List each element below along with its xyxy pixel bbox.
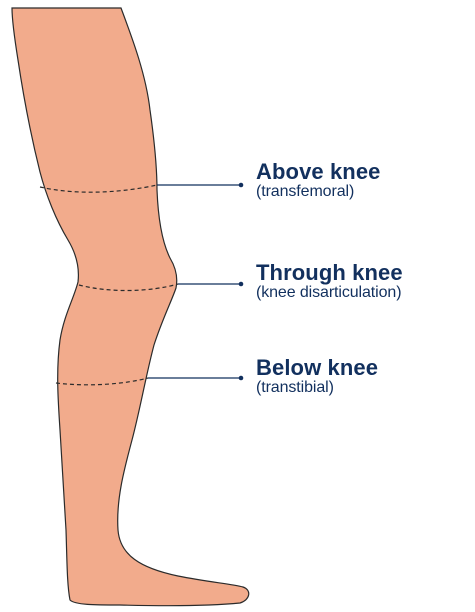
through-knee-label: Through knee (knee disarticulation) bbox=[256, 262, 403, 301]
below-knee-leader-dot bbox=[239, 376, 244, 381]
above-knee-subtitle: (transfemoral) bbox=[256, 184, 381, 200]
through-knee-leader-dot bbox=[239, 282, 244, 287]
below-knee-title: Below knee bbox=[256, 357, 378, 379]
below-knee-label: Below knee (transtibial) bbox=[256, 357, 378, 396]
through-knee-title: Through knee bbox=[256, 262, 403, 284]
through-knee-subtitle: (knee disarticulation) bbox=[256, 285, 403, 301]
leg-silhouette bbox=[12, 8, 249, 606]
above-knee-label: Above knee (transfemoral) bbox=[256, 161, 381, 200]
above-knee-leader-dot bbox=[239, 183, 244, 188]
below-knee-subtitle: (transtibial) bbox=[256, 380, 378, 396]
above-knee-title: Above knee bbox=[256, 161, 381, 183]
